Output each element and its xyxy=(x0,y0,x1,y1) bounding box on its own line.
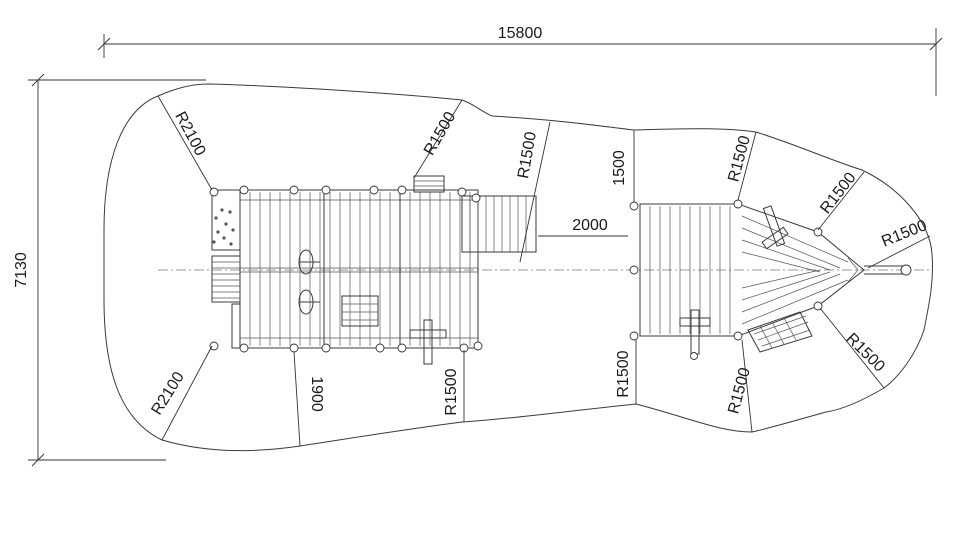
radius-leaders xyxy=(157,95,931,447)
steering-wheels xyxy=(298,249,320,315)
side-label: 1500 xyxy=(611,150,628,186)
top-ladder xyxy=(413,175,445,193)
climbing-wall xyxy=(211,189,241,251)
radius-label-ship-top: R1500 xyxy=(725,134,754,184)
radius-label-top-main: R1500 xyxy=(421,109,459,158)
offset-label: 1900 xyxy=(308,376,325,412)
cross-mast-left xyxy=(409,319,447,365)
cross-mast-ship-top xyxy=(761,205,789,250)
left-ladder xyxy=(211,255,241,349)
radius-label-bow: R1500 xyxy=(879,217,929,250)
width-label: 7130 xyxy=(13,252,30,288)
radius-label-bottom-left: R2100 xyxy=(148,369,187,418)
radius-label-ship-top-right: R1500 xyxy=(817,169,859,217)
ship-posts xyxy=(629,199,823,360)
radius-label-bridge: R1500 xyxy=(515,130,540,179)
radius-label-ship-bottom-left: R1500 xyxy=(615,350,632,397)
width-dimension xyxy=(28,73,206,467)
bench xyxy=(341,295,379,327)
ship-deck xyxy=(639,203,865,337)
length-label: 15800 xyxy=(498,25,543,42)
main-platform xyxy=(239,189,479,349)
safety-zone-outline xyxy=(103,83,933,452)
bridge xyxy=(461,195,537,253)
ship-net xyxy=(747,311,813,353)
radius-label-top-left: R2100 xyxy=(171,109,208,159)
main-posts xyxy=(209,185,483,353)
gap-label: 2000 xyxy=(572,217,608,234)
radius-label-ship-bottom-right: R1500 xyxy=(842,330,887,375)
length-dimension xyxy=(97,28,943,96)
radius-label-bottom-main: R1500 xyxy=(443,368,460,415)
cross-mast-ship-bottom xyxy=(679,309,711,355)
